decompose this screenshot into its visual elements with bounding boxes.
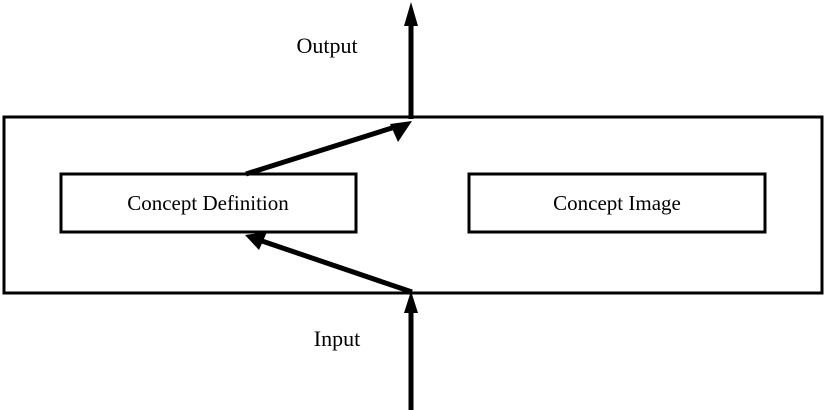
input-to-concept-definition-arrow <box>245 232 413 295</box>
input-arrow <box>404 291 418 410</box>
output-label: Output <box>296 33 357 58</box>
input-label: Input <box>314 326 360 351</box>
concept-image-box[interactable] <box>467 172 767 234</box>
concept-definition-box[interactable] <box>59 172 358 234</box>
input-to-concept-definition-arrowhead <box>245 232 267 250</box>
concept-definition-to-output-arrow <box>245 121 412 177</box>
concept-definition-to-output-arrowhead <box>390 121 412 142</box>
output-arrow <box>404 2 418 119</box>
concept-image-label: Concept Image <box>553 191 681 215</box>
concept-definition-label: Concept Definition <box>127 191 289 215</box>
input-arrowhead <box>404 291 418 313</box>
output-arrowhead <box>404 2 418 26</box>
